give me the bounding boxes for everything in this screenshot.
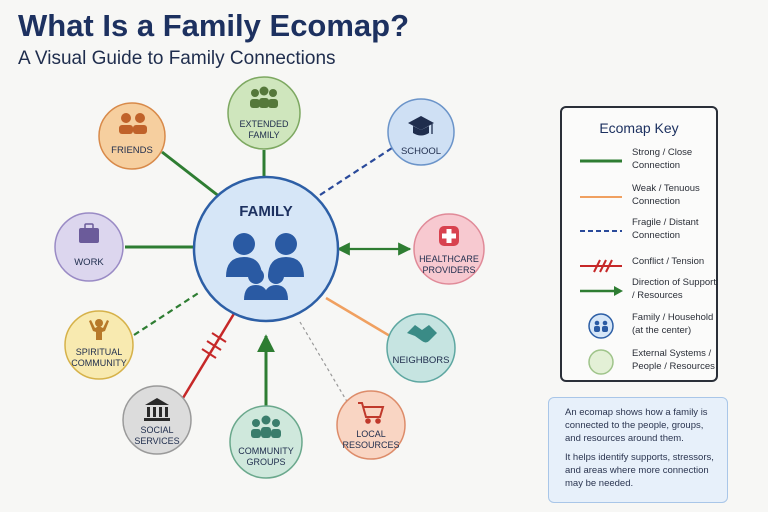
label-friends: FRIENDS (111, 145, 153, 156)
key-item-household: Family / Household (at the center) (572, 311, 713, 341)
node-extended-family: EXTENDED FAMILY (227, 76, 301, 150)
node-social-services: SOCIAL SERVICES (122, 385, 192, 455)
label-local-resources-1: LOCAL (356, 429, 386, 439)
community-icon (251, 415, 281, 438)
label-spiritual-community-1: SPIRITUAL (76, 347, 123, 357)
label-work: WORK (74, 257, 104, 268)
key-item-fragile: Fragile / Distant Connection (572, 216, 712, 246)
medical-cross-icon (439, 226, 459, 246)
key-item-conflict: Conflict / Tension (572, 251, 712, 281)
conflict-hash-marks (201, 332, 227, 359)
node-spiritual-community: SPIRITUAL COMMUNITY (64, 310, 134, 380)
key-item-strong: Strong / Close Connection (572, 146, 712, 176)
fragile-line-symbol (580, 230, 622, 232)
ecomap-key: Ecomap Key Strong / Close Connection Wea… (560, 106, 718, 382)
family-node: FAMILY (192, 175, 340, 323)
info-box: An ecomap shows how a family is connecte… (548, 397, 728, 503)
spiritual-figure-icon (89, 319, 109, 340)
direction-arrow-symbol (580, 286, 623, 296)
household-symbol (588, 313, 614, 339)
connection-spiritual-community (133, 291, 201, 336)
node-neighbors: NEIGHBORS (386, 313, 456, 383)
node-community-groups: COMMUNITY GROUPS (229, 405, 303, 479)
page-subtitle: A Visual Guide to Family Connections (18, 48, 336, 69)
node-healthcare-providers: HEALTHCARE PROVIDERS (413, 213, 485, 285)
family-icon (226, 233, 304, 300)
government-building-icon (144, 398, 170, 421)
family-label: FAMILY (239, 203, 293, 220)
ecomap-diagram: FAMILY FRIENDS (54, 76, 485, 479)
label-social-services-2: SERVICES (134, 436, 179, 446)
key-title: Ecomap Key (599, 120, 679, 136)
briefcase-icon (79, 223, 99, 243)
group-icon (250, 86, 278, 108)
node-school: SCHOOL (387, 98, 455, 166)
label-neighbors: NEIGHBORS (392, 355, 449, 366)
handshake-icon (407, 325, 437, 343)
label-spiritual-community-2: COMMUNITY (71, 358, 127, 368)
connection-social-services (181, 311, 237, 399)
connection-local-resources (299, 321, 353, 411)
key-item-direction: Direction of Support / Resources (572, 276, 716, 306)
label-school: SCHOOL (401, 146, 441, 157)
info-paragraph-2: It helps identify supports, stressors, a… (565, 452, 714, 489)
label-extended-family-2: FAMILY (248, 130, 279, 140)
label-local-resources-2: RESOURCES (342, 440, 399, 450)
info-paragraph-1: An ecomap shows how a family is connecte… (565, 407, 708, 444)
connection-friends (161, 150, 221, 199)
label-extended-family-1: EXTENDED (239, 119, 289, 129)
conflict-line-symbol (580, 259, 622, 273)
label-healthcare-2: PROVIDERS (422, 265, 475, 275)
strong-line-symbol (580, 159, 622, 163)
graduation-cap-icon (408, 116, 434, 136)
shopping-cart-icon (358, 402, 385, 424)
external-system-symbol (588, 349, 614, 375)
label-healthcare-1: HEALTHCARE (419, 254, 479, 264)
connection-school (319, 147, 393, 196)
people-icon (119, 113, 147, 134)
key-item-weak: Weak / Tenuous Connection (572, 182, 712, 212)
node-work: WORK (54, 212, 124, 282)
label-community-groups-1: COMMUNITY (238, 446, 294, 456)
node-friends: FRIENDS (98, 102, 166, 170)
key-item-external: External Systems / People / Resources (572, 347, 715, 377)
weak-line-symbol (580, 196, 622, 198)
page-title: What Is a Family Ecomap? (18, 8, 410, 43)
label-community-groups-2: GROUPS (246, 457, 285, 467)
label-social-services-1: SOCIAL (140, 425, 173, 435)
node-local-resources: LOCAL RESOURCES (336, 390, 406, 460)
connection-neighbors (325, 296, 391, 338)
